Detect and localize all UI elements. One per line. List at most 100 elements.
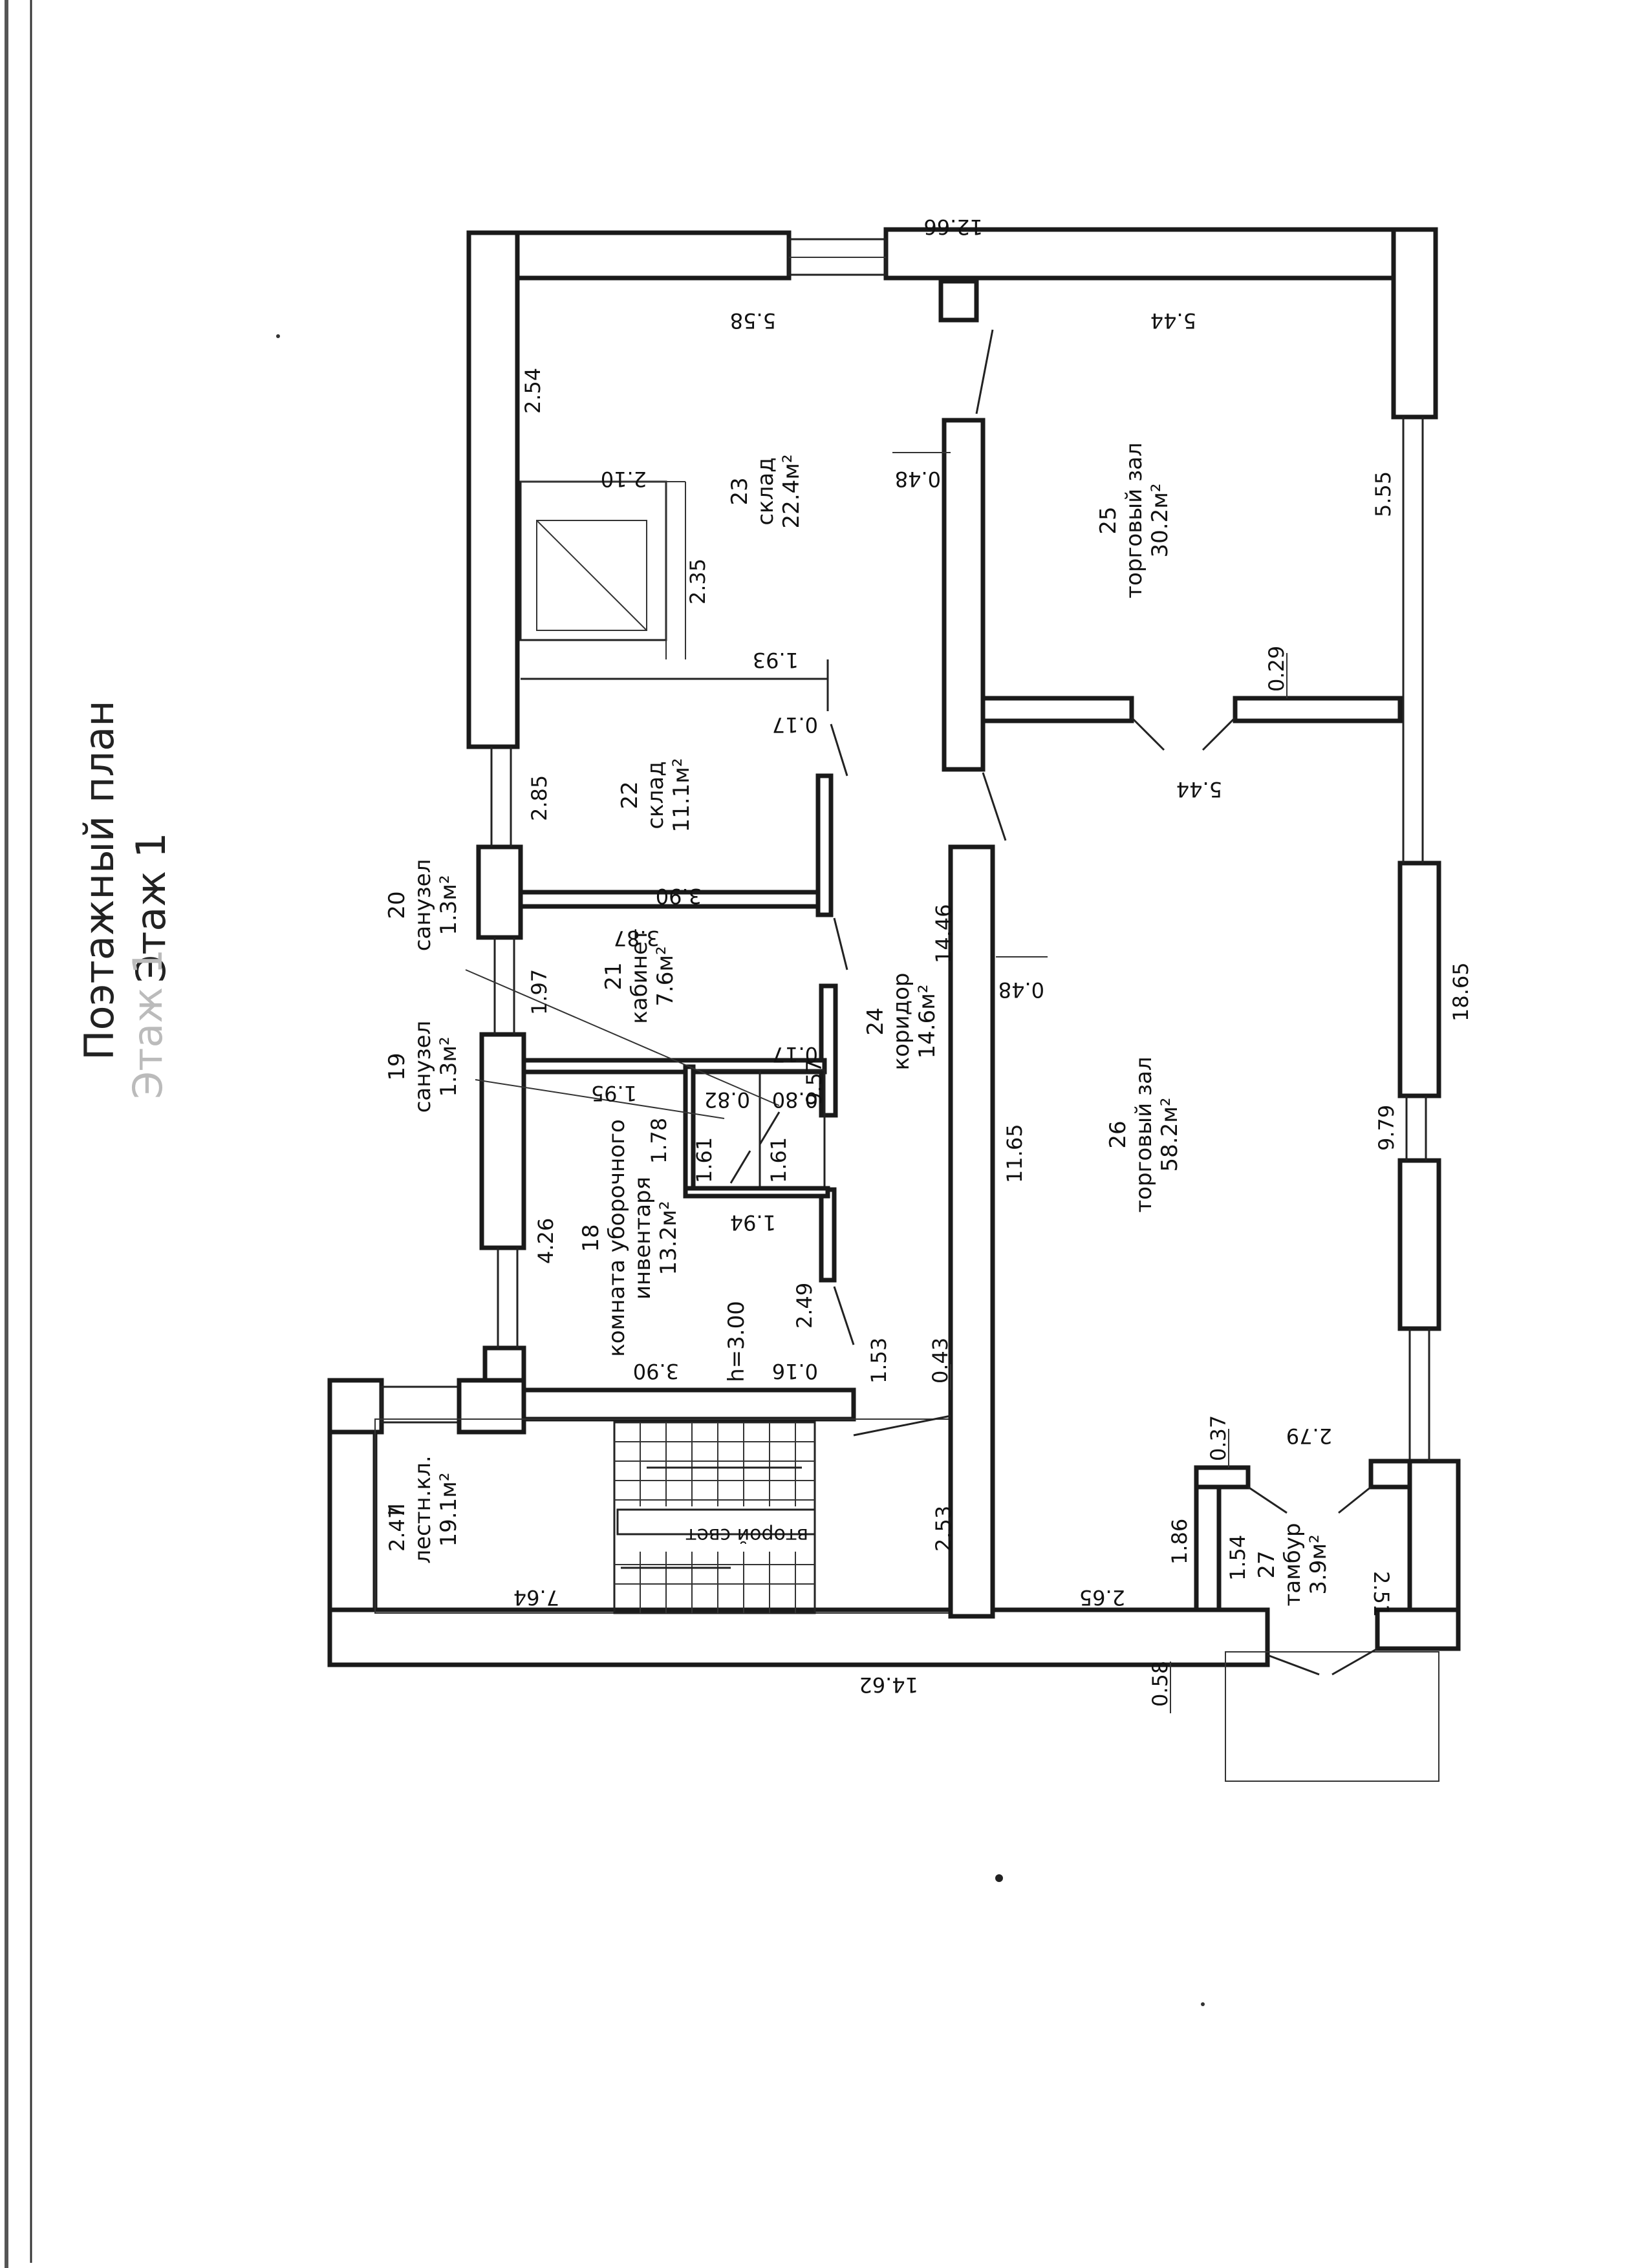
- door-27-a: [1247, 1486, 1288, 1514]
- stair-label: второй свет: [685, 1524, 808, 1546]
- svg-text:12.66: 12.66: [923, 215, 983, 239]
- svg-text:24: 24: [863, 1007, 889, 1035]
- wall-left-1: [466, 230, 520, 749]
- room-18-label: 18 комната уборочного инвентаря 13.2м²: [578, 1119, 682, 1357]
- dim-387: 3.87: [614, 926, 660, 950]
- dim-247: 2.47: [385, 1506, 409, 1552]
- dim-153: 1.53: [867, 1338, 891, 1384]
- staircase: [613, 1421, 816, 1614]
- svg-text:0.29: 0.29: [1264, 646, 1289, 692]
- svg-text:коридор: коридор: [889, 973, 914, 1071]
- dim-210: 2.10: [601, 467, 647, 491]
- svg-text:1.61: 1.61: [766, 1137, 791, 1183]
- svg-text:1.95: 1.95: [591, 1081, 637, 1106]
- wall-right-pier-1: [1397, 861, 1441, 1098]
- svg-text:1.97: 1.97: [527, 969, 552, 1015]
- title-ghost-line: Этаж 1: [124, 949, 171, 1099]
- svg-text:2.85: 2.85: [527, 775, 552, 821]
- porch-outline: [1225, 1651, 1439, 1782]
- svg-text:3.9м²: 3.9м²: [1306, 1534, 1331, 1594]
- dim-043: 0.43: [928, 1338, 953, 1384]
- svg-text:2.53: 2.53: [931, 1506, 956, 1552]
- dim-048b: 0.48: [998, 978, 1044, 1002]
- svg-text:1.3м²: 1.3м²: [436, 875, 462, 935]
- svg-text:1.93: 1.93: [753, 648, 799, 672]
- door-wc-19: [729, 1150, 751, 1184]
- dim-194: 1.94: [730, 1210, 776, 1235]
- door-27-out-a: [1267, 1654, 1320, 1676]
- column-top: [938, 279, 979, 323]
- dim-058: 0.58: [1148, 1661, 1172, 1707]
- window-stair: [380, 1385, 460, 1424]
- svg-text:9.79: 9.79: [1374, 1105, 1399, 1151]
- dim-426: 4.26: [534, 1218, 558, 1264]
- room-27-label: 27 тамбур 3.9м²: [1254, 1523, 1331, 1607]
- svg-text:25: 25: [1095, 506, 1121, 534]
- leader-20: [465, 969, 780, 1106]
- svg-text:14.46: 14.46: [931, 904, 956, 963]
- dim-390a: 3.90: [656, 884, 702, 908]
- dim-555: 5.55: [1371, 471, 1396, 517]
- svg-text:0.17: 0.17: [772, 712, 818, 737]
- door-22: [830, 723, 848, 776]
- title-line2: Этаж 1: [127, 833, 175, 983]
- dim-048a: 0.48: [895, 467, 941, 491]
- svg-text:склад: склад: [643, 761, 669, 829]
- wall-bottom: [327, 1607, 1270, 1667]
- shaft-23-diag: [536, 520, 647, 631]
- svg-text:18: 18: [578, 1224, 604, 1252]
- svg-text:2.49: 2.49: [792, 1283, 817, 1329]
- door-24-26: [982, 772, 1007, 841]
- svg-text:II: II: [384, 1503, 410, 1516]
- room-26-label: 26 торговый зал 58.2м²: [1105, 1056, 1183, 1212]
- svg-text:5.58: 5.58: [730, 308, 776, 333]
- svg-text:2.10: 2.10: [601, 467, 647, 491]
- svg-text:0.16: 0.16: [772, 1359, 818, 1384]
- dim-016: 0.16: [772, 1359, 818, 1384]
- svg-text:0.80: 0.80: [772, 1087, 818, 1112]
- scan-speck: [995, 1874, 1003, 1882]
- wall-stair-corner: [327, 1378, 384, 1435]
- svg-text:1.54: 1.54: [1225, 1535, 1250, 1581]
- dim-178: 1.78: [647, 1118, 671, 1164]
- room-21-label: 21 кабинет 7.6м²: [601, 928, 678, 1023]
- wc-bottom-wall: [683, 1186, 830, 1199]
- room-24-label: 24 коридор 14.6м²: [863, 973, 940, 1071]
- svg-text:11.1м²: 11.1м²: [669, 758, 695, 833]
- svg-text:0.58: 0.58: [1148, 1661, 1172, 1707]
- svg-text:1.86: 1.86: [1167, 1519, 1192, 1565]
- svg-text:2.79: 2.79: [1286, 1424, 1332, 1448]
- wall-27-top-left: [1194, 1465, 1251, 1490]
- svg-text:26: 26: [1105, 1120, 1131, 1148]
- svg-text:2.65: 2.65: [1079, 1585, 1125, 1610]
- dim-253: 2.53: [931, 1506, 956, 1552]
- dim-1462: 14.62: [859, 1673, 918, 1697]
- svg-text:19.1м²: 19.1м²: [436, 1473, 462, 1547]
- wall-27-left: [1194, 1465, 1222, 1612]
- wall-23-25: [942, 418, 986, 772]
- dim-558a: 5.58: [730, 308, 776, 333]
- dim-017a: 0.17: [772, 712, 818, 737]
- title-ghost: Этаж 1: [124, 949, 171, 1099]
- wall-left-pier-2: [479, 1032, 526, 1250]
- svg-text:1.78: 1.78: [647, 1118, 671, 1164]
- svg-text:14.6м²: 14.6м²: [914, 985, 940, 1059]
- dim-265: 2.65: [1079, 1585, 1125, 1610]
- svg-text:2.54: 2.54: [521, 368, 545, 414]
- svg-text:0.37: 0.37: [1206, 1415, 1231, 1461]
- svg-text:1.61: 1.61: [692, 1137, 717, 1183]
- dim-957: 9.57: [802, 1060, 826, 1106]
- dim-1865: 18.65: [1449, 962, 1473, 1022]
- door-25-26-b: [1202, 716, 1236, 751]
- svg-text:второй свет: второй свет: [685, 1524, 808, 1546]
- svg-text:0.48: 0.48: [895, 467, 941, 491]
- svg-text:тамбур: тамбур: [1280, 1523, 1306, 1607]
- svg-text:торговый зал: торговый зал: [1131, 1056, 1157, 1212]
- svg-text:22: 22: [617, 781, 643, 809]
- dim-195: 1.95: [591, 1081, 637, 1106]
- wall-right-1: [1391, 227, 1438, 420]
- svg-text:9.57: 9.57: [802, 1060, 826, 1106]
- shaft-23-inner: [536, 520, 647, 631]
- dim-197: 1.97: [527, 969, 552, 1015]
